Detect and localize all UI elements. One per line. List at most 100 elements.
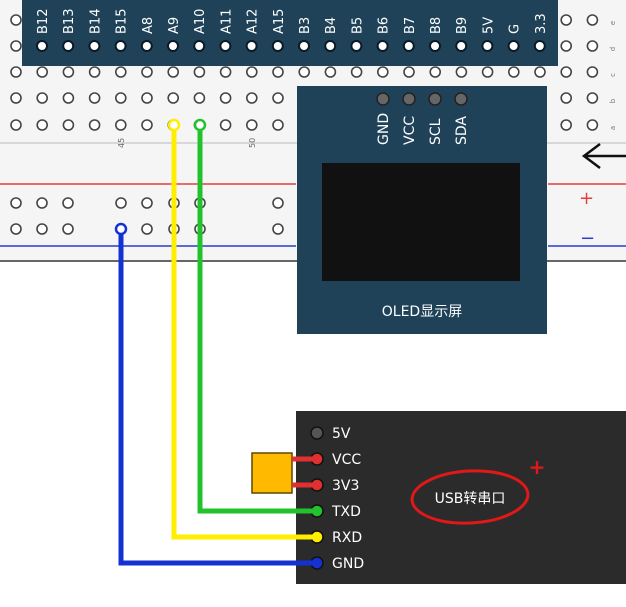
breadboard-hole bbox=[350, 66, 363, 78]
rail-hole bbox=[10, 223, 22, 235]
breadboard-row-letter: b bbox=[609, 98, 617, 103]
breadboard-hole bbox=[141, 92, 153, 104]
usb-pin-label: 3V3 bbox=[332, 478, 359, 494]
breadboard-hole bbox=[167, 92, 179, 104]
usb-pin-label: TXD bbox=[331, 504, 361, 520]
oled-pin-label: VCC bbox=[402, 116, 418, 145]
mcu-pin-hole bbox=[324, 40, 337, 52]
breadboard-hole bbox=[193, 66, 206, 78]
jumper-cap bbox=[251, 452, 293, 494]
mcu-pin-label: B13 bbox=[62, 9, 77, 34]
usb-pin-label: VCC bbox=[332, 452, 361, 468]
wire-green bbox=[197, 125, 317, 514]
mcu-pin-label: B15 bbox=[115, 9, 130, 34]
breadboard-hole bbox=[88, 66, 101, 78]
breadboard-hole bbox=[219, 66, 232, 78]
mcu-pin-hole bbox=[350, 40, 363, 52]
breadboard-row-letter: a bbox=[609, 126, 617, 130]
breadboard-hole bbox=[141, 119, 153, 131]
arrow-icon bbox=[581, 143, 626, 169]
mcu-pin-hole bbox=[140, 40, 153, 52]
breadboard-hole bbox=[586, 119, 599, 131]
breadboard-row-letter: c bbox=[609, 73, 617, 77]
oled-pin-label: GND bbox=[376, 113, 392, 145]
rail-hole bbox=[141, 197, 153, 209]
mcu-pin-label: 5V bbox=[481, 17, 496, 34]
breadboard-hole bbox=[455, 66, 468, 78]
mcu-pin-hole bbox=[219, 40, 232, 52]
breadboard-hole bbox=[560, 119, 573, 131]
breadboard-hole bbox=[272, 66, 284, 78]
mcu-pin-label: B6 bbox=[377, 17, 392, 34]
breadboard-hole bbox=[376, 66, 389, 78]
wire-yellow bbox=[171, 125, 317, 540]
mcu-pin-hole bbox=[402, 40, 415, 52]
oled-screen bbox=[322, 163, 520, 281]
breadboard-hole bbox=[586, 66, 599, 78]
breadboard-hole bbox=[141, 66, 153, 78]
breadboard-hole bbox=[36, 92, 49, 104]
mcu-pin-label: B7 bbox=[403, 17, 418, 34]
breadboard-hole bbox=[246, 119, 258, 131]
mcu-pin-hole bbox=[376, 40, 389, 52]
mcu-pin-hole bbox=[533, 40, 546, 52]
mcu-pin-label: B12 bbox=[36, 9, 51, 34]
wire-endpoint bbox=[114, 222, 128, 236]
breadboard-hole bbox=[560, 92, 573, 104]
breadboard-hole bbox=[246, 92, 258, 104]
oled-pin-header: GND VCC SCL SDA bbox=[376, 92, 470, 145]
breadboard-hole bbox=[246, 66, 258, 78]
breadboard-hole bbox=[534, 66, 546, 78]
usb-pin-label: 5V bbox=[332, 426, 351, 442]
breadboard-hole bbox=[88, 119, 101, 131]
mcu-pin-hole bbox=[455, 40, 468, 52]
rail-minus-sign: − bbox=[580, 228, 595, 249]
breadboard-hole bbox=[10, 92, 22, 104]
breadboard-row-letter: e bbox=[609, 21, 617, 25]
breadboard-hole bbox=[167, 66, 179, 78]
breadboard-col-number-50: 50 bbox=[248, 138, 257, 148]
breadboard-hole bbox=[324, 66, 337, 78]
rail-hole bbox=[62, 197, 74, 209]
mcu-pin-label: A9 bbox=[167, 17, 182, 34]
breadboard-hole bbox=[586, 40, 599, 52]
wire-endpoint bbox=[193, 118, 207, 132]
breadboard-hole bbox=[115, 92, 127, 104]
breadboard-hole bbox=[62, 66, 75, 78]
breadboard-hole bbox=[481, 66, 494, 78]
oled-pin-label: SCL bbox=[428, 118, 444, 145]
wire-blue bbox=[118, 229, 317, 566]
mcu-pin-hole bbox=[193, 40, 206, 52]
mcu-pin-hole bbox=[167, 40, 179, 52]
breadboard-hole bbox=[560, 66, 573, 78]
usb-pin-label: GND bbox=[332, 556, 364, 572]
mcu-pin-hole bbox=[88, 40, 101, 52]
breadboard-hole bbox=[272, 119, 284, 131]
breadboard-hole bbox=[10, 14, 22, 26]
mcu-pin-hole bbox=[62, 40, 75, 52]
wire-endpoint bbox=[167, 118, 181, 132]
mcu-pin-label: G bbox=[508, 24, 523, 34]
mcu-pin-label: A15 bbox=[272, 9, 287, 34]
breadboard-hole bbox=[403, 66, 415, 78]
breadboard-hole bbox=[115, 66, 127, 78]
oled-pin-label: SDA bbox=[454, 116, 470, 145]
oled-pin-hole bbox=[376, 92, 390, 106]
breadboard-hole bbox=[10, 66, 22, 78]
mcu-pin-label: A10 bbox=[193, 9, 208, 34]
breadboard-row-letter: d bbox=[609, 47, 617, 51]
breadboard-col-number-45: 45 bbox=[117, 138, 126, 148]
rail-hole bbox=[10, 197, 22, 209]
oled-pin-hole bbox=[402, 92, 416, 106]
rail-hole bbox=[272, 223, 284, 235]
mcu-pin-label: B4 bbox=[324, 17, 339, 34]
usb-module bbox=[296, 411, 626, 584]
oled-pin-hole bbox=[428, 92, 442, 106]
mcu-pin-hole bbox=[36, 40, 48, 52]
usb-pin-label: RXD bbox=[332, 530, 362, 546]
mcu-pin-label: 3.3 bbox=[534, 13, 549, 34]
breadboard-hole bbox=[298, 66, 311, 78]
mcu-pin-label: B9 bbox=[455, 17, 470, 34]
